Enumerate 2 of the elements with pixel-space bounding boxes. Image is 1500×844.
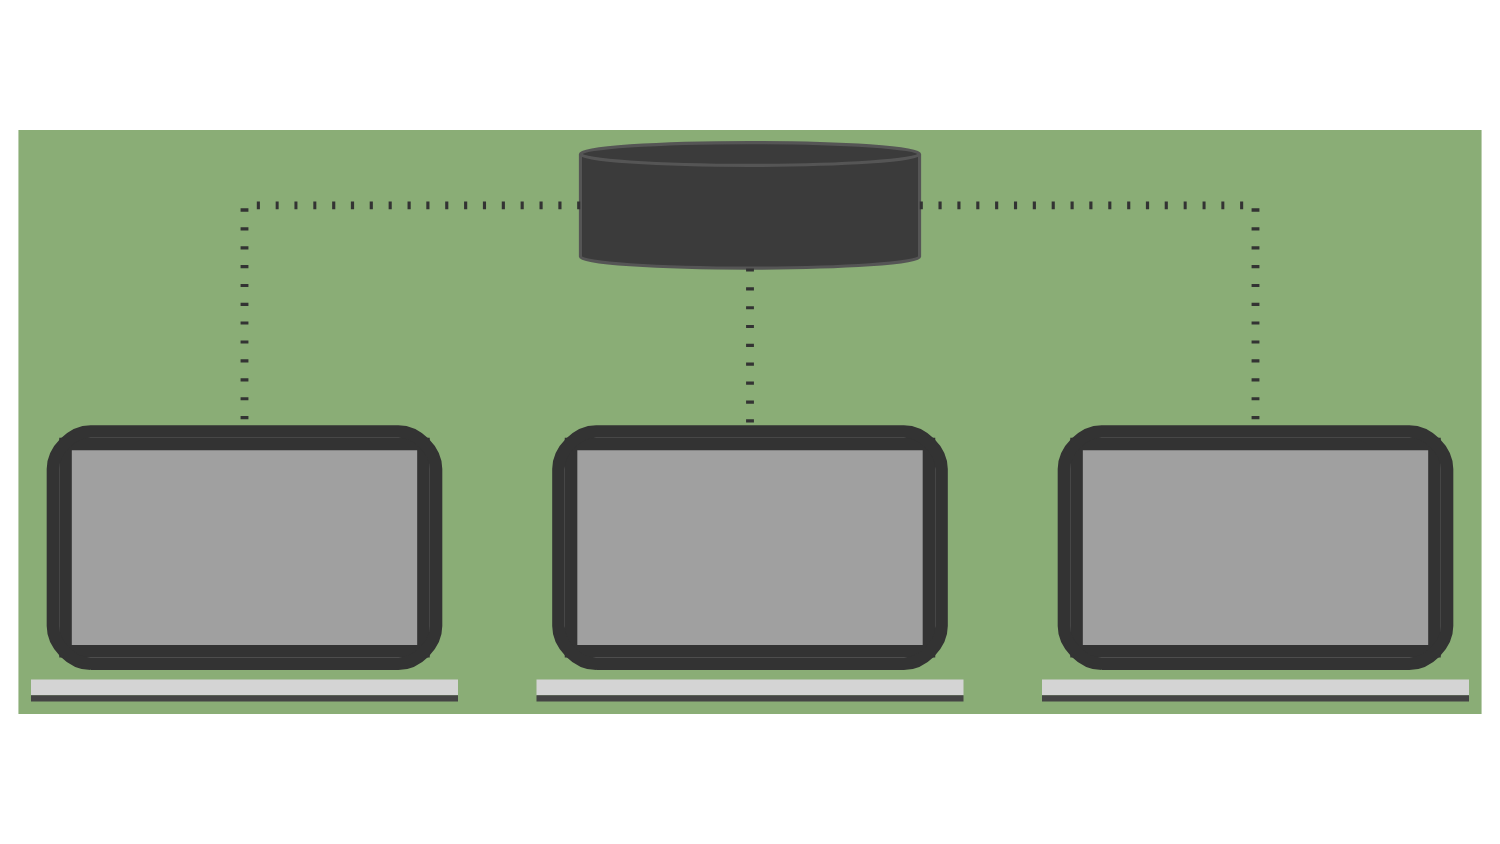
connector: [240, 201, 581, 425]
connector: [919, 201, 1260, 425]
